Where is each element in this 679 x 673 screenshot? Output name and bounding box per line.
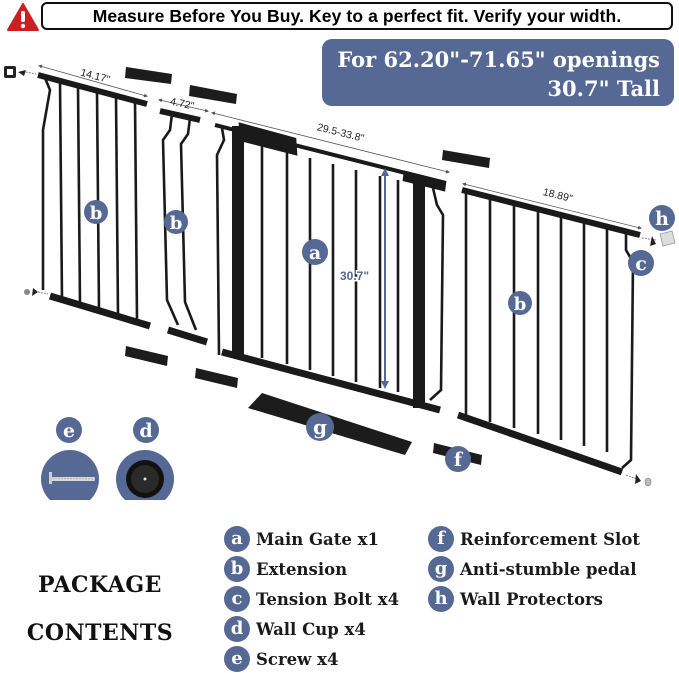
callout-f: f <box>445 446 471 472</box>
svg-text:h: h <box>655 208 669 230</box>
connector-pieces-bottom <box>125 346 238 388</box>
wall-mount-top-left <box>4 66 37 78</box>
dim-height: 30.7" <box>340 269 369 283</box>
legend-label: Reinforcement Slot <box>460 529 640 549</box>
letter-f-badge: f <box>428 526 454 552</box>
callout-e: e <box>56 417 82 443</box>
legend-label: Wall Protectors <box>460 589 603 609</box>
wall-protector-right <box>641 230 676 247</box>
extension-panel-right <box>456 187 641 476</box>
legend-label: Extension <box>256 559 348 579</box>
letter-b-badge: b <box>224 556 250 582</box>
letter-c-badge: c <box>224 586 250 612</box>
letter-e-badge: e <box>224 646 250 672</box>
callout-g: g <box>306 413 334 441</box>
callout-b-small: b <box>164 210 188 234</box>
wall-mount-bottom-right <box>625 474 652 487</box>
extension-panel-small <box>159 108 209 346</box>
main-gate-frame <box>214 122 447 414</box>
letter-h-badge: h <box>428 586 454 612</box>
legend-item-reinforcement-slot: f Reinforcement Slot <box>428 525 640 553</box>
callout-d: d <box>133 417 159 443</box>
svg-text:b: b <box>90 203 103 224</box>
callout-h: h <box>649 205 675 231</box>
svg-text:b: b <box>514 294 527 315</box>
svg-text:d: d <box>139 420 152 442</box>
svg-text:e: e <box>63 420 75 442</box>
gate-exploded-illustration: 14.17" 4.72" <box>4 64 676 500</box>
connector-pieces-top <box>125 67 490 168</box>
legend-item-wall-protectors: h Wall Protectors <box>428 585 603 613</box>
dim-extension-large: 14.17" <box>79 67 111 86</box>
warning-triangle-icon <box>7 3 39 31</box>
legend-item-extension: b Extension <box>224 555 347 583</box>
dim-extension-small: 4.72" <box>169 96 195 113</box>
letter-a-badge: a <box>224 526 250 552</box>
letter-g-badge: g <box>428 556 454 582</box>
svg-text:b: b <box>170 213 183 234</box>
letter-d-badge: d <box>224 616 250 642</box>
height-spec-text: 30.7" Tall <box>547 76 660 101</box>
legend-item-anti-stumble-pedal: g Anti-stumble pedal <box>428 555 636 583</box>
warning-banner <box>6 2 40 32</box>
legend-label: Anti-stumble pedal <box>460 559 637 579</box>
callout-b-right: b <box>508 291 532 315</box>
package-contents-title-line2: CONTENTS <box>26 620 174 646</box>
screw-detail-circle <box>41 450 99 500</box>
opening-spec-box: For 62.20"-71.65" openings 30.7" Tall <box>322 39 674 106</box>
callout-a: a <box>302 239 328 265</box>
wall-mount-bottom-left <box>24 288 49 296</box>
legend-item-tension-bolt: c Tension Bolt x4 <box>224 585 399 613</box>
warning-message-box: Measure Before You Buy. Key to a perfect… <box>41 2 673 30</box>
dim-main-gate-width: 29.5-33.8" <box>316 121 366 144</box>
callout-c: c <box>628 250 654 276</box>
legend-label: Screw x4 <box>256 649 339 669</box>
opening-range-text: For 62.20"-71.65" openings <box>337 47 660 72</box>
package-contents-title-line1: PACKAGE <box>38 572 162 598</box>
wall-cup-detail-circle <box>116 450 174 500</box>
svg-text:f: f <box>454 449 464 471</box>
legend-label: Main Gate x1 <box>256 529 379 549</box>
legend-item-screw: e Screw x4 <box>224 645 338 673</box>
svg-text:a: a <box>309 242 321 264</box>
legend-label: Wall Cup x4 <box>256 619 366 639</box>
svg-text:g: g <box>313 415 327 439</box>
svg-text:c: c <box>635 253 647 275</box>
warning-text: Measure Before You Buy. Key to a perfect… <box>92 5 622 26</box>
dim-extension-right: 18.89" <box>542 186 574 205</box>
legend-label: Tension Bolt x4 <box>256 589 400 609</box>
legend-item-main-gate: a Main Gate x1 <box>224 525 379 553</box>
legend-item-wall-cup: d Wall Cup x4 <box>224 615 366 643</box>
callout-b-left: b <box>84 200 108 224</box>
